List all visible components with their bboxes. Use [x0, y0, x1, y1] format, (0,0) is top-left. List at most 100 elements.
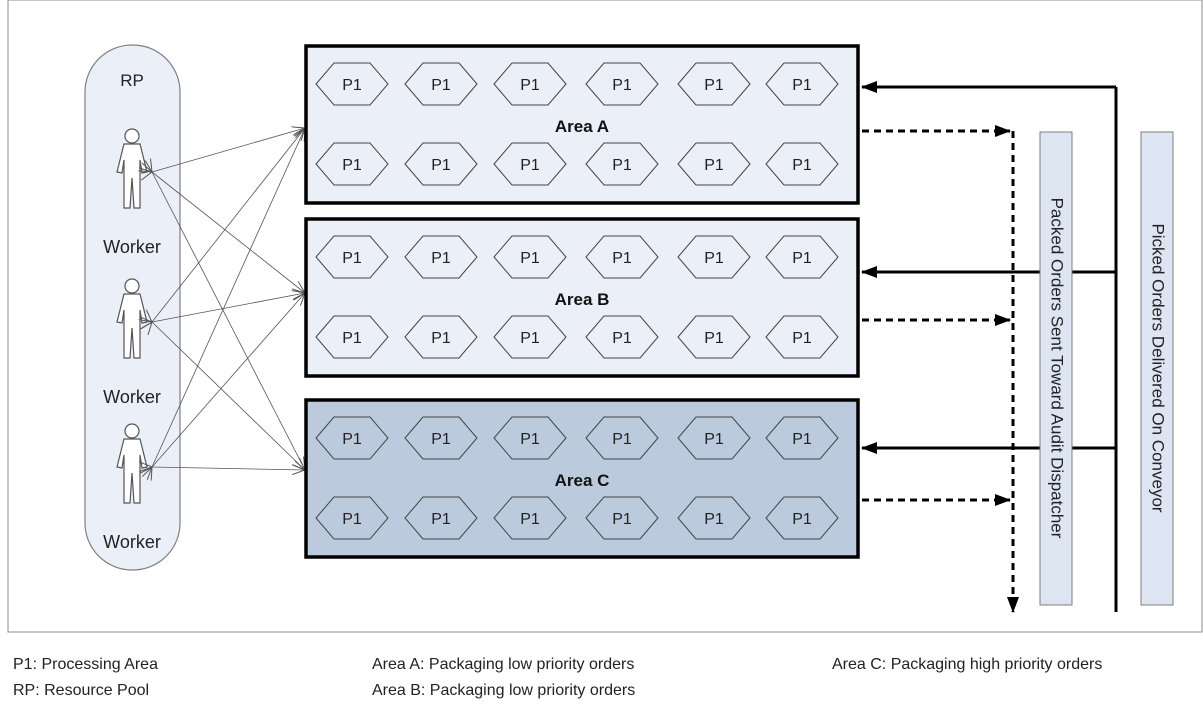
- processing-area: P1: [315, 142, 389, 186]
- processing-area-label: P1: [342, 511, 362, 528]
- processing-area-label: P1: [520, 77, 540, 94]
- processing-area: P1: [493, 496, 567, 540]
- processing-area-label: P1: [520, 250, 540, 267]
- area-box: [304, 217, 860, 378]
- processing-area: P1: [765, 62, 839, 106]
- processing-area: P1: [493, 235, 567, 279]
- processing-area-label: P1: [704, 250, 724, 267]
- area-box: [304, 398, 860, 559]
- legend-p1: P1: Processing Area: [13, 656, 158, 673]
- processing-area-label: P1: [612, 77, 632, 94]
- processing-area-label: P1: [342, 77, 362, 94]
- conveyor-flow: [861, 81, 1118, 612]
- processing-area-label: P1: [431, 330, 451, 347]
- processing-area: P1: [315, 496, 389, 540]
- legend-rp: RP: Resource Pool: [13, 682, 150, 699]
- processing-area: P1: [404, 62, 478, 106]
- processing-area-label: P1: [704, 330, 724, 347]
- assignment-connector: [152, 467, 305, 470]
- legend-area-c: Area C: Packaging high priority orders: [832, 656, 1103, 673]
- processing-area: P1: [404, 142, 478, 186]
- processing-area: P1: [493, 62, 567, 106]
- processing-area: P1: [585, 416, 659, 460]
- processing-area-label: P1: [612, 511, 632, 528]
- processing-area-label: P1: [612, 157, 632, 174]
- audit-label-box: Packed Orders Sent Toward Audit Dispatch…: [1039, 131, 1073, 606]
- processing-area-label: P1: [792, 157, 812, 174]
- worker-label: Worker: [103, 237, 161, 257]
- diagram-frame: [7, 0, 1203, 633]
- processing-area: P1: [585, 142, 659, 186]
- processing-area-label: P1: [342, 157, 362, 174]
- processing-area: P1: [315, 315, 389, 359]
- processing-area-label: P1: [342, 250, 362, 267]
- conveyor-label: Picked Orders Delivered On Conveyor: [1149, 223, 1168, 512]
- processing-area-label: P1: [792, 330, 812, 347]
- processing-area: P1: [585, 235, 659, 279]
- conveyor-label-box: Picked Orders Delivered On Conveyor: [1140, 131, 1174, 606]
- processing-area: P1: [585, 315, 659, 359]
- processing-area-label: P1: [431, 77, 451, 94]
- processing-area: P1: [493, 142, 567, 186]
- processing-area: P1: [585, 62, 659, 106]
- processing-area-label: P1: [612, 431, 632, 448]
- processing-area: P1: [677, 235, 751, 279]
- worker-label: Worker: [103, 387, 161, 407]
- processing-area: P1: [315, 235, 389, 279]
- processing-area: P1: [493, 315, 567, 359]
- processing-area: P1: [677, 416, 751, 460]
- processing-area-label: P1: [520, 511, 540, 528]
- processing-area: P1: [765, 142, 839, 186]
- legend-area-b: Area B: Packaging low priority orders: [372, 682, 636, 699]
- processing-area-label: P1: [792, 431, 812, 448]
- processing-area: P1: [677, 315, 751, 359]
- processing-area-label: P1: [792, 250, 812, 267]
- processing-area: P1: [765, 315, 839, 359]
- processing-area: P1: [315, 62, 389, 106]
- processing-area-label: P1: [342, 330, 362, 347]
- processing-area: P1: [765, 496, 839, 540]
- processing-area-label: P1: [431, 431, 451, 448]
- processing-area-label: P1: [431, 157, 451, 174]
- processing-area: P1: [765, 235, 839, 279]
- processing-area-label: P1: [520, 431, 540, 448]
- processing-area-label: P1: [704, 431, 724, 448]
- processing-area: P1: [677, 62, 751, 106]
- processing-area: P1: [404, 235, 478, 279]
- area-label: Area C: [555, 471, 610, 490]
- processing-area: P1: [315, 416, 389, 460]
- processing-area-label: P1: [612, 250, 632, 267]
- processing-area: P1: [404, 496, 478, 540]
- processing-area-label: P1: [792, 77, 812, 94]
- processing-area-label: P1: [704, 511, 724, 528]
- processing-area: P1: [765, 416, 839, 460]
- audit-flow: [862, 125, 1019, 613]
- processing-area-label: P1: [704, 77, 724, 94]
- processing-area-label: P1: [520, 330, 540, 347]
- processing-area-label: P1: [704, 157, 724, 174]
- assignment-connector: [152, 293, 305, 467]
- processing-area-label: P1: [431, 511, 451, 528]
- processing-area: P1: [404, 315, 478, 359]
- area-label: Area A: [555, 117, 609, 136]
- processing-area-label: P1: [792, 511, 812, 528]
- resource-pool-label: RP: [120, 71, 144, 90]
- audit-label: Packed Orders Sent Toward Audit Dispatch…: [1048, 198, 1067, 539]
- processing-area-label: P1: [431, 250, 451, 267]
- processing-area: P1: [493, 416, 567, 460]
- legend-area-a: Area A: Packaging low priority orders: [372, 656, 635, 673]
- processing-area-label: P1: [612, 330, 632, 347]
- worker-label: Worker: [103, 532, 161, 552]
- area-box: [304, 44, 860, 205]
- area-label: Area B: [555, 290, 610, 309]
- processing-area: P1: [677, 142, 751, 186]
- processing-area-label: P1: [342, 431, 362, 448]
- processing-area: P1: [404, 416, 478, 460]
- processing-area-label: P1: [520, 157, 540, 174]
- processing-area: P1: [677, 496, 751, 540]
- processing-area: P1: [585, 496, 659, 540]
